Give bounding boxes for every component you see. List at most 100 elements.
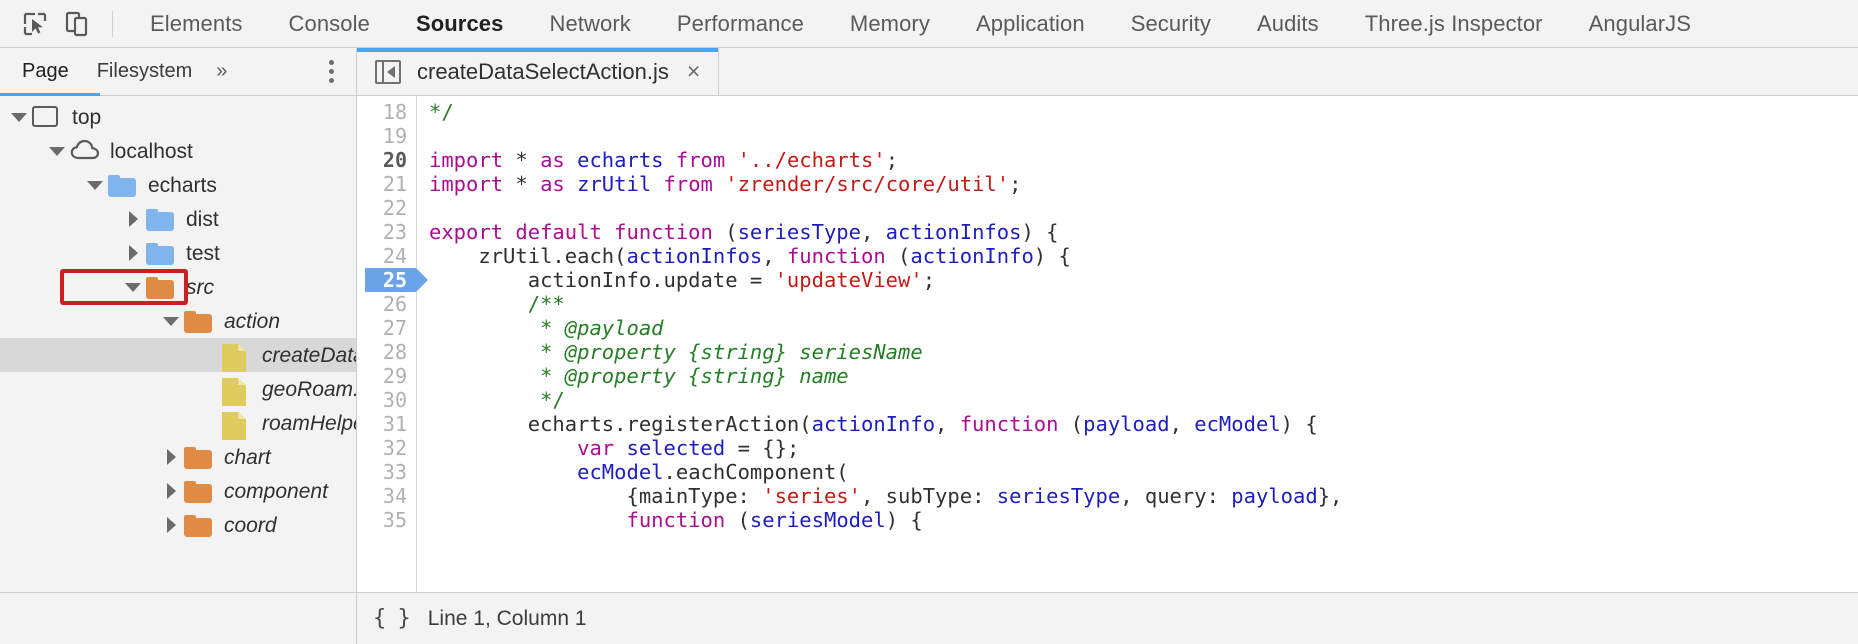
code-line: /** (429, 292, 1858, 316)
tree-item-label: dist (186, 207, 219, 231)
tree-item-roamhelper-js[interactable]: roamHelper.js (0, 406, 356, 440)
code-token: '../echarts' (737, 148, 886, 172)
tree-indent (0, 457, 160, 458)
tree-item-createdataselectaction-js[interactable]: createDataSelectAction.js (0, 338, 356, 372)
line-number[interactable]: 28 (382, 340, 407, 364)
line-number[interactable]: 24 (382, 244, 407, 268)
line-number[interactable]: 31 (382, 412, 407, 436)
code-token: actionInfo (910, 244, 1034, 268)
device-toolbar-icon[interactable] (56, 3, 98, 45)
tree-item-src[interactable]: src (0, 270, 356, 304)
file-icon (222, 377, 252, 406)
code-line: var selected = {}; (429, 436, 1858, 460)
inspect-element-icon[interactable] (14, 3, 56, 45)
tree-item-action[interactable]: action (0, 304, 356, 338)
tree-spacer (198, 412, 220, 434)
tab-sources[interactable]: Sources (415, 10, 504, 36)
line-number[interactable]: 35 (382, 508, 407, 532)
code-token: function (786, 244, 886, 268)
code-line (429, 124, 1858, 148)
chevron-down-icon[interactable] (84, 174, 106, 196)
line-number[interactable]: 21 (382, 172, 407, 196)
navigator-more-tabs-icon[interactable]: » (216, 60, 228, 82)
line-number[interactable]: 20 (382, 148, 407, 172)
chevron-right-icon[interactable] (160, 514, 182, 536)
tab-network[interactable]: Network (549, 10, 631, 36)
line-number[interactable]: 30 (382, 388, 407, 412)
tab-application[interactable]: Application (975, 10, 1085, 36)
tree-item-component[interactable]: component (0, 474, 356, 508)
line-number[interactable]: 33 (382, 460, 407, 484)
line-number[interactable]: 26 (382, 292, 407, 316)
code-line: {mainType: 'series', subType: seriesType… (429, 484, 1858, 508)
show-navigator-icon[interactable] (375, 59, 401, 84)
chevron-right-icon[interactable] (122, 208, 144, 230)
tab-memory[interactable]: Memory (849, 10, 930, 36)
tree-item-chart[interactable]: chart (0, 440, 356, 474)
chevron-right-icon[interactable] (160, 480, 182, 502)
chevron-down-icon[interactable] (8, 106, 30, 128)
line-number[interactable]: 34 (382, 484, 407, 508)
tree-item-label: src (186, 275, 214, 299)
tree-indent (0, 253, 122, 254)
window-icon (32, 105, 62, 129)
pretty-print-icon[interactable]: { } (373, 606, 411, 631)
code-token (565, 172, 577, 196)
tab-performance[interactable]: Performance (676, 10, 804, 36)
tab-threejs-inspector[interactable]: Three.js Inspector (1364, 10, 1543, 36)
chevron-right-icon[interactable] (160, 446, 182, 468)
chevron-down-icon[interactable] (46, 140, 68, 162)
tab-security[interactable]: Security (1130, 10, 1211, 36)
tab-console[interactable]: Console (288, 10, 370, 36)
tree-item-top[interactable]: top (0, 100, 356, 134)
code-token: zrUtil.each( (429, 244, 627, 268)
execution-line-marker[interactable]: 25 (365, 268, 428, 292)
line-number[interactable]: 22 (382, 196, 407, 220)
tab-audits[interactable]: Audits (1256, 10, 1319, 36)
code-token: payload (1083, 412, 1170, 436)
code-token (429, 436, 577, 460)
chevron-down-icon[interactable] (160, 310, 182, 332)
close-icon[interactable]: × (686, 58, 701, 84)
code-token: actionInfos (885, 220, 1022, 244)
chevron-right-icon[interactable] (122, 242, 144, 264)
navigator-tab-filesystem[interactable]: Filesystem (96, 60, 193, 82)
tree-item-localhost[interactable]: localhost (0, 134, 356, 168)
tab-angularjs[interactable]: AngularJS (1588, 10, 1692, 36)
line-number[interactable]: 19 (382, 124, 407, 148)
line-number[interactable]: 32 (382, 436, 407, 460)
line-number[interactable]: 29 (382, 364, 407, 388)
tree-item-echarts[interactable]: echarts (0, 168, 356, 202)
tree-indent (0, 423, 198, 424)
tree-item-dist[interactable]: dist (0, 202, 356, 236)
tree-indent (0, 389, 198, 390)
tree-item-label: coord (224, 513, 277, 537)
line-number[interactable]: 27 (382, 316, 407, 340)
code-line: * @payload (429, 316, 1858, 340)
code-token: ; (922, 268, 936, 292)
tree-item-georoam-js[interactable]: geoRoam.js (0, 372, 356, 406)
code-token: */ (429, 100, 454, 124)
code-token: * @property {string} name (429, 364, 849, 388)
navigator-tab-page[interactable]: Page (22, 60, 69, 82)
toolbar-divider (112, 10, 113, 37)
code-token: ) { (1033, 244, 1071, 268)
code-token: actionInfos (626, 244, 763, 268)
editor-tab-createdataselectaction[interactable]: createDataSelectAction.js × (357, 48, 720, 95)
code-token: , (1169, 412, 1195, 436)
tree-item-label: action (224, 309, 281, 333)
code-content[interactable]: */ import * as echarts from '../echarts'… (417, 96, 1858, 592)
code-token: ecModel (1194, 412, 1281, 436)
line-number[interactable]: 23 (382, 220, 407, 244)
more-options-icon[interactable] (320, 59, 342, 85)
line-number[interactable]: 18 (382, 100, 407, 124)
chevron-down-icon[interactable] (122, 276, 144, 298)
tree-item-test[interactable]: test (0, 236, 356, 270)
tree-item-coord[interactable]: coord (0, 508, 356, 542)
devtools-panel-tabs: Elements Console Sources Network Perform… (127, 0, 1714, 47)
code-line: * @property {string} seriesName (429, 340, 1858, 364)
tab-elements[interactable]: Elements (150, 10, 243, 36)
